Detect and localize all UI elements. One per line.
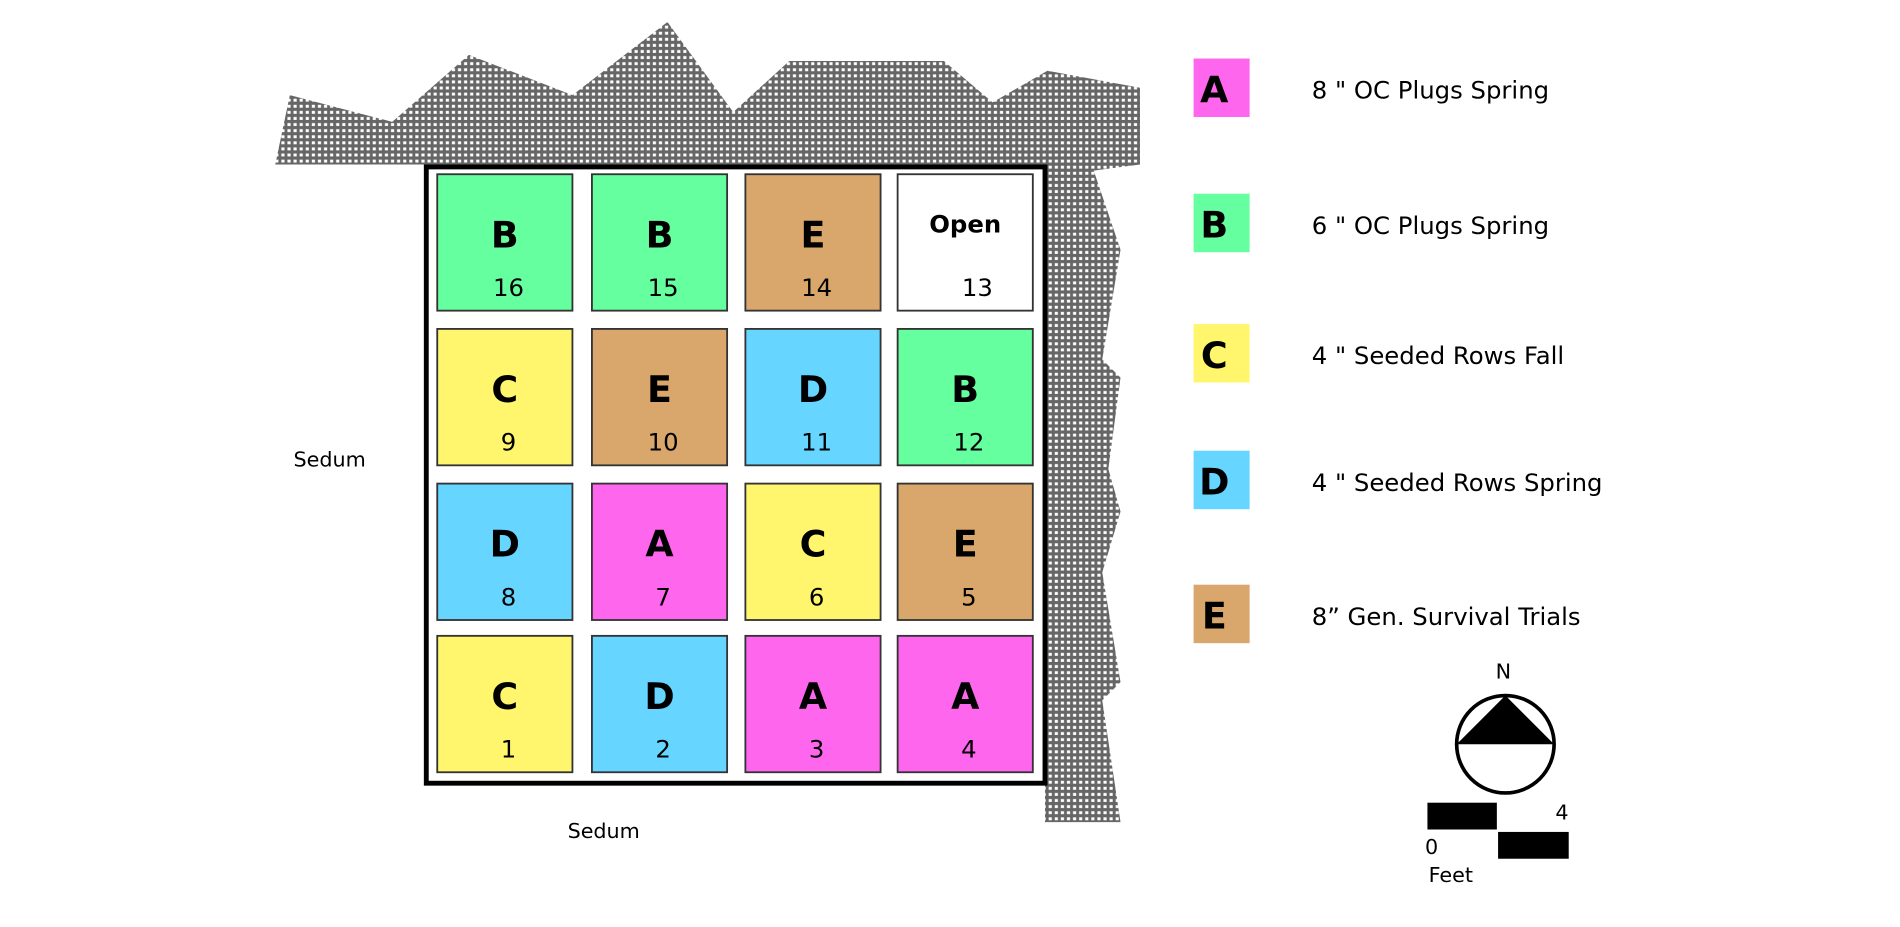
legend-key: E [1202, 595, 1227, 638]
plot-number: 1 [501, 735, 517, 764]
plot-treatment: A [951, 675, 980, 718]
sedum-label-west: Sedum [294, 448, 366, 472]
plot-treatment: E [953, 523, 978, 566]
plot-8: D8 [436, 482, 574, 621]
plot-4: A4 [896, 634, 1034, 774]
north-label: N [1496, 659, 1511, 683]
plot-cell [896, 482, 1034, 621]
plot-1: C1 [436, 634, 574, 774]
plot-10: E 10 [591, 328, 729, 467]
plot-11: D 11 [744, 328, 882, 467]
legend-key: B [1200, 204, 1228, 247]
plot-treatment: D [644, 675, 674, 718]
legend-swatch [1193, 450, 1250, 510]
scale-bar: 0 4 Feet [1425, 801, 1569, 887]
legend-label: 4 " Seeded Rows Fall [1312, 341, 1564, 370]
plot-treatment: C [800, 523, 827, 566]
gravel-border-area [275, 21, 1140, 823]
plot-number: 3 [809, 735, 825, 764]
legend-label: 8 " OC Plugs Spring [1312, 76, 1549, 105]
plot-6: C6 [744, 482, 882, 621]
legend-label: 6 " OC Plugs Spring [1312, 211, 1549, 240]
plot-16: B 16 [436, 173, 574, 312]
scale-min: 0 [1425, 835, 1438, 859]
plot-number: 4 [961, 735, 977, 764]
plot-15: B 15 [591, 173, 729, 312]
plot-treatment: E [801, 213, 826, 256]
plot-5: E5 [896, 482, 1034, 621]
north-arrow-icon [1456, 695, 1555, 745]
plot-number: 12 [953, 428, 984, 457]
legend-key: A [1200, 68, 1229, 111]
plot-cell [591, 634, 729, 774]
plot-number: 11 [801, 428, 832, 457]
legend-item-A: A 8 " OC Plugs Spring [1193, 58, 1549, 117]
plot-number: 13 [962, 273, 993, 302]
legend-item-E: E 8” Gen. Survival Trials [1193, 584, 1581, 644]
plot-3: A3 [744, 634, 882, 774]
plot-number: 9 [501, 428, 517, 457]
plot-number: 2 [655, 735, 671, 764]
legend-item-B: B 6 " OC Plugs Spring [1193, 193, 1549, 253]
plot-9: C9 [436, 328, 574, 467]
plot-treatment: D [798, 368, 828, 411]
plot-treatment: B [646, 213, 674, 256]
legend-swatch [1193, 324, 1250, 383]
plot-cell [896, 634, 1034, 774]
plot-treatment: C [491, 368, 518, 411]
plot-cell [744, 173, 882, 312]
plot-treatment: B [951, 368, 979, 411]
plot-treatment: D [490, 523, 520, 566]
plot-cell [744, 482, 882, 621]
plot-cell [896, 173, 1034, 312]
plot-treatment: A [645, 523, 674, 566]
plot-13: Open 13 [896, 173, 1034, 312]
plot-cell [591, 328, 729, 467]
plot-cell [744, 634, 882, 774]
plot-cell [436, 173, 574, 312]
plot-number: 6 [809, 582, 825, 611]
plot-cell [591, 482, 729, 621]
scale-max: 4 [1555, 801, 1568, 825]
plot-12: B 12 [896, 328, 1034, 467]
sedum-label-south: Sedum [568, 819, 640, 843]
plot-cell [744, 328, 882, 467]
legend-swatch [1193, 193, 1250, 253]
plot-14: E 14 [744, 173, 882, 312]
legend-swatch [1193, 584, 1250, 644]
legend-label: 4 " Seeded Rows Spring [1312, 468, 1603, 497]
plot-treatment: Open [929, 210, 1001, 239]
legend-label: 8” Gen. Survival Trials [1312, 602, 1581, 631]
legend-swatch [1193, 58, 1250, 117]
plot-cell [436, 328, 574, 467]
plot-number: 8 [501, 582, 517, 611]
plot-number: 5 [961, 582, 977, 611]
plot-number: 14 [801, 273, 832, 302]
plot-2: D2 [591, 634, 729, 774]
north-arrow: N [1454, 659, 1556, 795]
plot-treatment: E [647, 368, 672, 411]
plot-cell [436, 634, 574, 774]
plot-cell [591, 173, 729, 312]
plot-treatment: A [799, 675, 828, 718]
legend-key: C [1201, 334, 1228, 377]
plot-7: A7 [591, 482, 729, 621]
legend-item-C: C 4 " Seeded Rows Fall [1193, 324, 1564, 383]
plot-cell [436, 482, 574, 621]
plot-number: 10 [648, 428, 679, 457]
plot-number: 15 [648, 273, 679, 302]
plot-number: 16 [493, 273, 524, 302]
scale-unit: Feet [1429, 863, 1473, 887]
plot-cell [896, 328, 1034, 467]
plot-number: 7 [655, 582, 671, 611]
plot-treatment: B [491, 213, 519, 256]
plot-treatment: C [491, 675, 518, 718]
legend-key: D [1199, 461, 1229, 504]
legend-item-D: D 4 " Seeded Rows Spring [1193, 450, 1603, 510]
